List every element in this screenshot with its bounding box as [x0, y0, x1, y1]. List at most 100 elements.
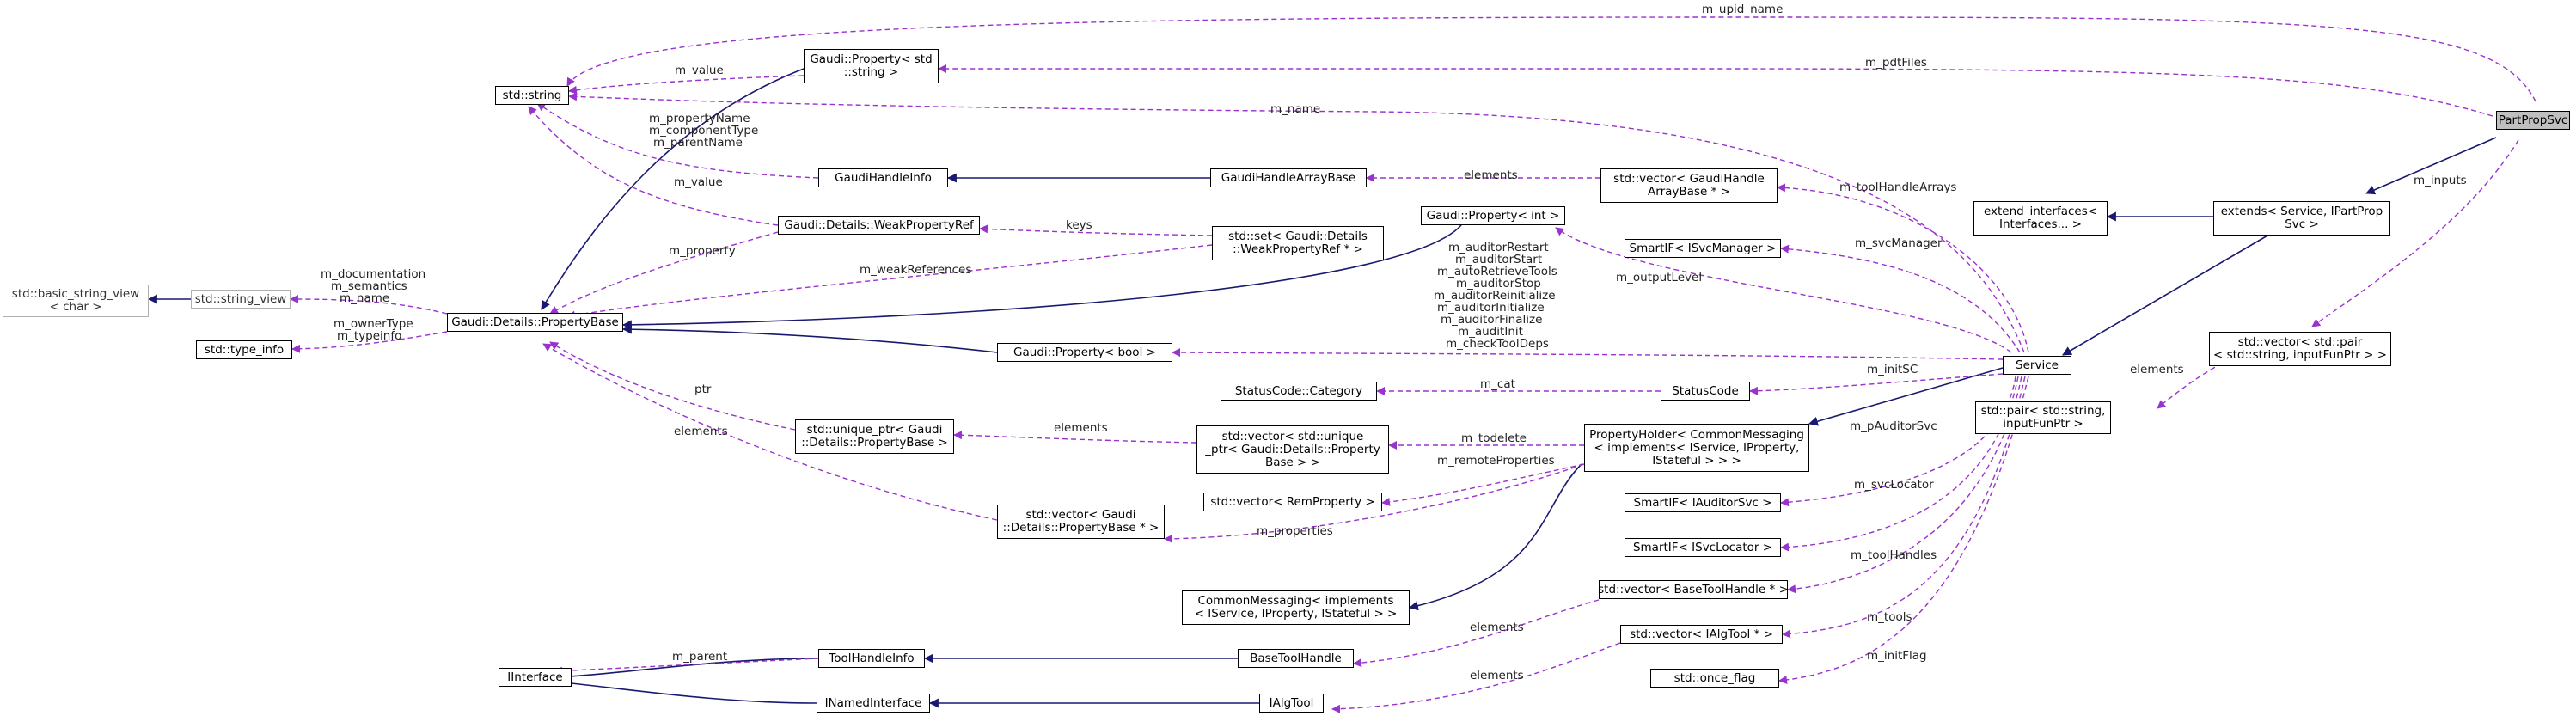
- node-iinterface[interactable]: IInterface: [499, 668, 572, 687]
- node-vector-remproperty[interactable]: std::vector< RemProperty >: [1203, 493, 1382, 511]
- label-keys: keys: [1066, 218, 1092, 232]
- node-gaudi-handle-info[interactable]: GaudiHandleInfo: [818, 168, 948, 187]
- label-m-auditorinitialize: m_auditorInitialize: [1437, 301, 1545, 315]
- label-m-svcmanager: m_svcManager: [1855, 236, 1943, 250]
- label-m-outputlevel: m_outputLevel: [1616, 271, 1702, 285]
- node-label-line: std::once_flag: [1673, 670, 1756, 685]
- node-label-line: std::type_info: [204, 342, 285, 357]
- node-gaudi-property-string[interactable]: Gaudi::Property< std::string >: [804, 49, 939, 83]
- edge-m-initflag: [1778, 376, 2029, 684]
- node-smartif-isvclocator[interactable]: SmartIF< ISvcLocator >: [1625, 538, 1781, 557]
- node-service[interactable]: Service: [2003, 356, 2071, 375]
- node-vector-pair[interactable]: std::vector< std::pair< std::string, inp…: [2209, 332, 2391, 366]
- node-gaudi-property-int[interactable]: Gaudi::Property< int >: [1421, 206, 1565, 225]
- node-label-line: < IService, IProperty, IStateful > >: [1194, 607, 1398, 621]
- node-common-messaging[interactable]: CommonMessaging< implements< IService, I…: [1182, 590, 1410, 625]
- label-m-documentation: m_documentation: [321, 267, 425, 281]
- node-label-line: Gaudi::Details::PropertyBase: [451, 315, 619, 329]
- node-label-line: std::unique_ptr< Gaudi: [806, 423, 943, 437]
- node-weak-property-ref[interactable]: Gaudi::Details::WeakPropertyRef: [778, 216, 980, 235]
- node-set-weak-property-ref[interactable]: std::set< Gaudi::Details::WeakPropertyRe…: [1212, 226, 1384, 260]
- edge-elements-2: [953, 431, 1197, 444]
- node-vector-unique-ptr[interactable]: std::vector< std::unique_ptr< Gaudi::Det…: [1196, 425, 1389, 474]
- label-m-cat: m_cat: [1480, 377, 1515, 391]
- node-label-line: SmartIF< ISvcManager >: [1629, 241, 1777, 255]
- edge-m-weakreferences: [566, 244, 1213, 320]
- edge-m-properties: [1164, 463, 1585, 543]
- node-inamedinterface[interactable]: INamedInterface: [817, 694, 930, 713]
- edge-m-documentation: [290, 295, 448, 315]
- node-property-base[interactable]: Gaudi::Details::PropertyBase: [447, 313, 623, 332]
- label-m-properties: m_properties: [1257, 524, 1333, 538]
- label-m-auditorfinalize: m_auditorFinalize: [1441, 313, 1542, 327]
- node-pair[interactable]: std::pair< std::string,inputFunPtr >: [1975, 401, 2111, 434]
- node-label-line: ArrayBase * >: [1648, 185, 1730, 199]
- label-m-remoteproperties: m_remoteProperties: [1437, 454, 1555, 468]
- label-m-tools: m_tools: [1867, 610, 1912, 624]
- edge-property-holder-common-messaging: [1408, 463, 1582, 611]
- node-property-holder[interactable]: PropertyHolder< CommonMessaging< impleme…: [1584, 424, 1809, 472]
- label-m-ownertype: m_ownerType: [333, 317, 413, 331]
- node-smartif-iauditorsvc[interactable]: SmartIF< IAuditorSvc >: [1625, 493, 1781, 512]
- label-m-value-2: m_value: [674, 175, 723, 189]
- node-label-line: ToolHandleInfo: [829, 651, 915, 665]
- label-elements-2: elements: [1054, 421, 1108, 435]
- label-m-parentname: m_parentName: [653, 136, 743, 150]
- node-label-line: std::vector< BaseToolHandle * >: [1598, 582, 1789, 597]
- node-basetoolhandle[interactable]: BaseToolHandle: [1238, 649, 1354, 668]
- node-once-flag[interactable]: std::once_flag: [1650, 669, 1779, 688]
- node-gaudi-property-bool[interactable]: Gaudi::Property< bool >: [997, 343, 1172, 362]
- label-elements-5: elements: [1470, 669, 1524, 682]
- node-vector-basetoolhandle[interactable]: std::vector< BaseToolHandle * >: [1598, 580, 1789, 599]
- node-unique-ptr[interactable]: std::unique_ptr< Gaudi::Details::Propert…: [795, 419, 954, 454]
- node-smartif-isvcmanager[interactable]: SmartIF< ISvcManager >: [1625, 239, 1781, 258]
- node-gaudi-handle-array-base[interactable]: GaudiHandleArrayBase: [1210, 168, 1367, 187]
- edge-m-toolhandles: [1787, 376, 2022, 594]
- label-m-toolhandlearrays: m_toolHandleArrays: [1839, 180, 1956, 194]
- node-partpropsvc[interactable]: PartPropSvc: [2496, 111, 2570, 130]
- node-std-string[interactable]: std::string: [495, 86, 569, 105]
- node-extend-interfaces[interactable]: extend_interfaces<Interfaces... >: [1973, 201, 2108, 236]
- edge-m-svcmanager: [1780, 244, 2021, 353]
- node-label-line: std::vector< Gaudi: [1025, 508, 1136, 522]
- node-statuscode-category[interactable]: StatusCode::Category: [1221, 382, 1377, 401]
- node-statuscode[interactable]: StatusCode: [1661, 382, 1750, 401]
- label-m-propertyname: m_propertyName: [649, 112, 750, 125]
- node-label-line: std::set< Gaudi::Details: [1228, 229, 1368, 243]
- node-label-line: Gaudi::Property< std: [810, 52, 933, 66]
- label-m-pauditorsvc: m_pAuditorSvc: [1850, 419, 1937, 433]
- label-m-upid-name: m_upid_name: [1702, 3, 1783, 16]
- label-m-name: m_name: [1270, 102, 1320, 116]
- node-type-info[interactable]: std::type_info: [196, 340, 292, 359]
- node-vector-ialgtool[interactable]: std::vector< IAlgTool * >: [1620, 625, 1783, 644]
- label-m-property: m_property: [669, 244, 736, 258]
- label-m-weakreferences: m_weakReferences: [860, 263, 971, 277]
- node-basic-string-view[interactable]: std::basic_string_view< char >: [3, 285, 149, 317]
- node-label-line: IInterface: [507, 670, 563, 684]
- node-string-view[interactable]: std::string_view: [191, 290, 291, 309]
- label-m-auditorstop: m_auditorStop: [1456, 277, 1541, 291]
- label-m-auditorrestart: m_auditorRestart: [1448, 241, 1549, 254]
- label-m-parent: m_parent: [672, 650, 727, 664]
- edge-m-toolhandlearrays: [1777, 183, 2029, 353]
- node-label-line: std::basic_string_view: [11, 287, 140, 301]
- edge-elements-4: [1353, 599, 1600, 668]
- edge-m-inputs: [2311, 139, 2519, 327]
- edge-labels: m_upid_name m_pdtFiles m_value m_name m_…: [321, 3, 2467, 682]
- label-m-componenttype: m_componentType: [649, 124, 758, 138]
- node-vector-propertybase[interactable]: std::vector< Gaudi::Details::PropertyBas…: [997, 505, 1165, 539]
- label-m-inputs: m_inputs: [2414, 174, 2467, 187]
- node-label-line: std::pair< std::string,: [1980, 404, 2106, 418]
- node-toolhandleinfo[interactable]: ToolHandleInfo: [818, 649, 925, 668]
- label-m-initsc: m_initSC: [1867, 363, 1918, 376]
- node-ialgtool[interactable]: IAlgTool: [1259, 694, 1324, 713]
- node-label-line: ::Details::PropertyBase * >: [1002, 521, 1160, 535]
- node-label-line: StatusCode: [1672, 383, 1739, 398]
- edge-elements-5: [1331, 642, 1621, 713]
- label-m-todelete: m_todelete: [1461, 431, 1527, 445]
- member-edges: [290, 16, 2536, 713]
- edge-tool-handle-info-iinterface: [553, 658, 819, 682]
- label-elements-1: elements: [1464, 168, 1518, 182]
